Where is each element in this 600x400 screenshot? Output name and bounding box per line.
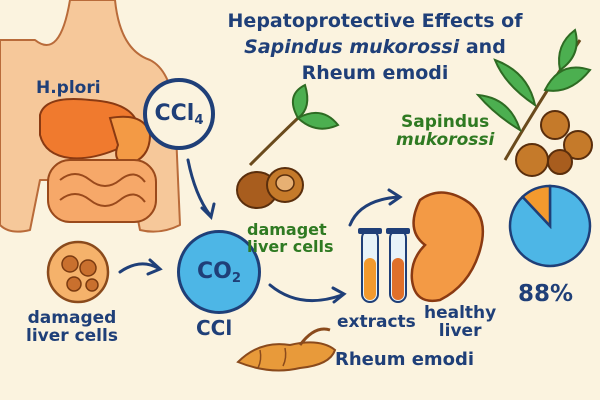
pie-slice-1	[520, 184, 552, 230]
sapindus-label: Sapindus mukorossi	[396, 112, 495, 150]
damaged-liver-cells-label: damaged liver cells	[26, 308, 118, 346]
sapindus-branch-illustration	[475, 28, 593, 177]
co2-label: CO2	[196, 258, 242, 286]
ccl-label: CCl	[196, 316, 233, 340]
percent-label: 88%	[518, 281, 574, 307]
arrow-ccl4-to-co2	[186, 158, 212, 217]
title-line-2-rest: and	[459, 36, 506, 58]
arrow-co2-to-extracts	[268, 283, 344, 303]
healthy-liver-illustration	[410, 191, 485, 303]
healthy-liver-label: healthy liver	[424, 303, 497, 341]
ccl4-circle: CCl4	[143, 78, 215, 150]
title-line-2: Sapindus mukorossi and	[175, 34, 575, 60]
title-line-1: Hepatoprotective Effects of	[227, 10, 523, 32]
rheum-emodi-label: Rheum emodi	[335, 349, 475, 370]
pie-chart	[508, 184, 592, 268]
test-tubes-illustration	[358, 228, 410, 303]
flow-arrows	[118, 158, 403, 304]
co2-circle: CO2	[177, 230, 261, 314]
title: Hepatoprotective Effects of Sapindus muk…	[175, 8, 575, 86]
damaged-cells-illustration	[46, 240, 110, 304]
arrow-to-tubes	[348, 195, 400, 227]
extracts-label: extracts	[337, 312, 416, 332]
soapnut-branch-illustration	[236, 83, 340, 209]
rheum-root-illustration	[236, 327, 337, 372]
hpylori-label: H.plori	[36, 78, 101, 98]
damaget-liver-cells-label: damaget liver cells	[247, 220, 334, 256]
intestines-illustration	[47, 159, 157, 223]
arrow-cells-to-co2	[118, 262, 160, 274]
ccl4-label: CCl4	[154, 100, 204, 128]
torso-illustration	[0, 0, 181, 233]
title-italic-species: Sapindus mukorossi	[244, 36, 460, 58]
title-line-3: Rheum emodi	[301, 62, 449, 84]
